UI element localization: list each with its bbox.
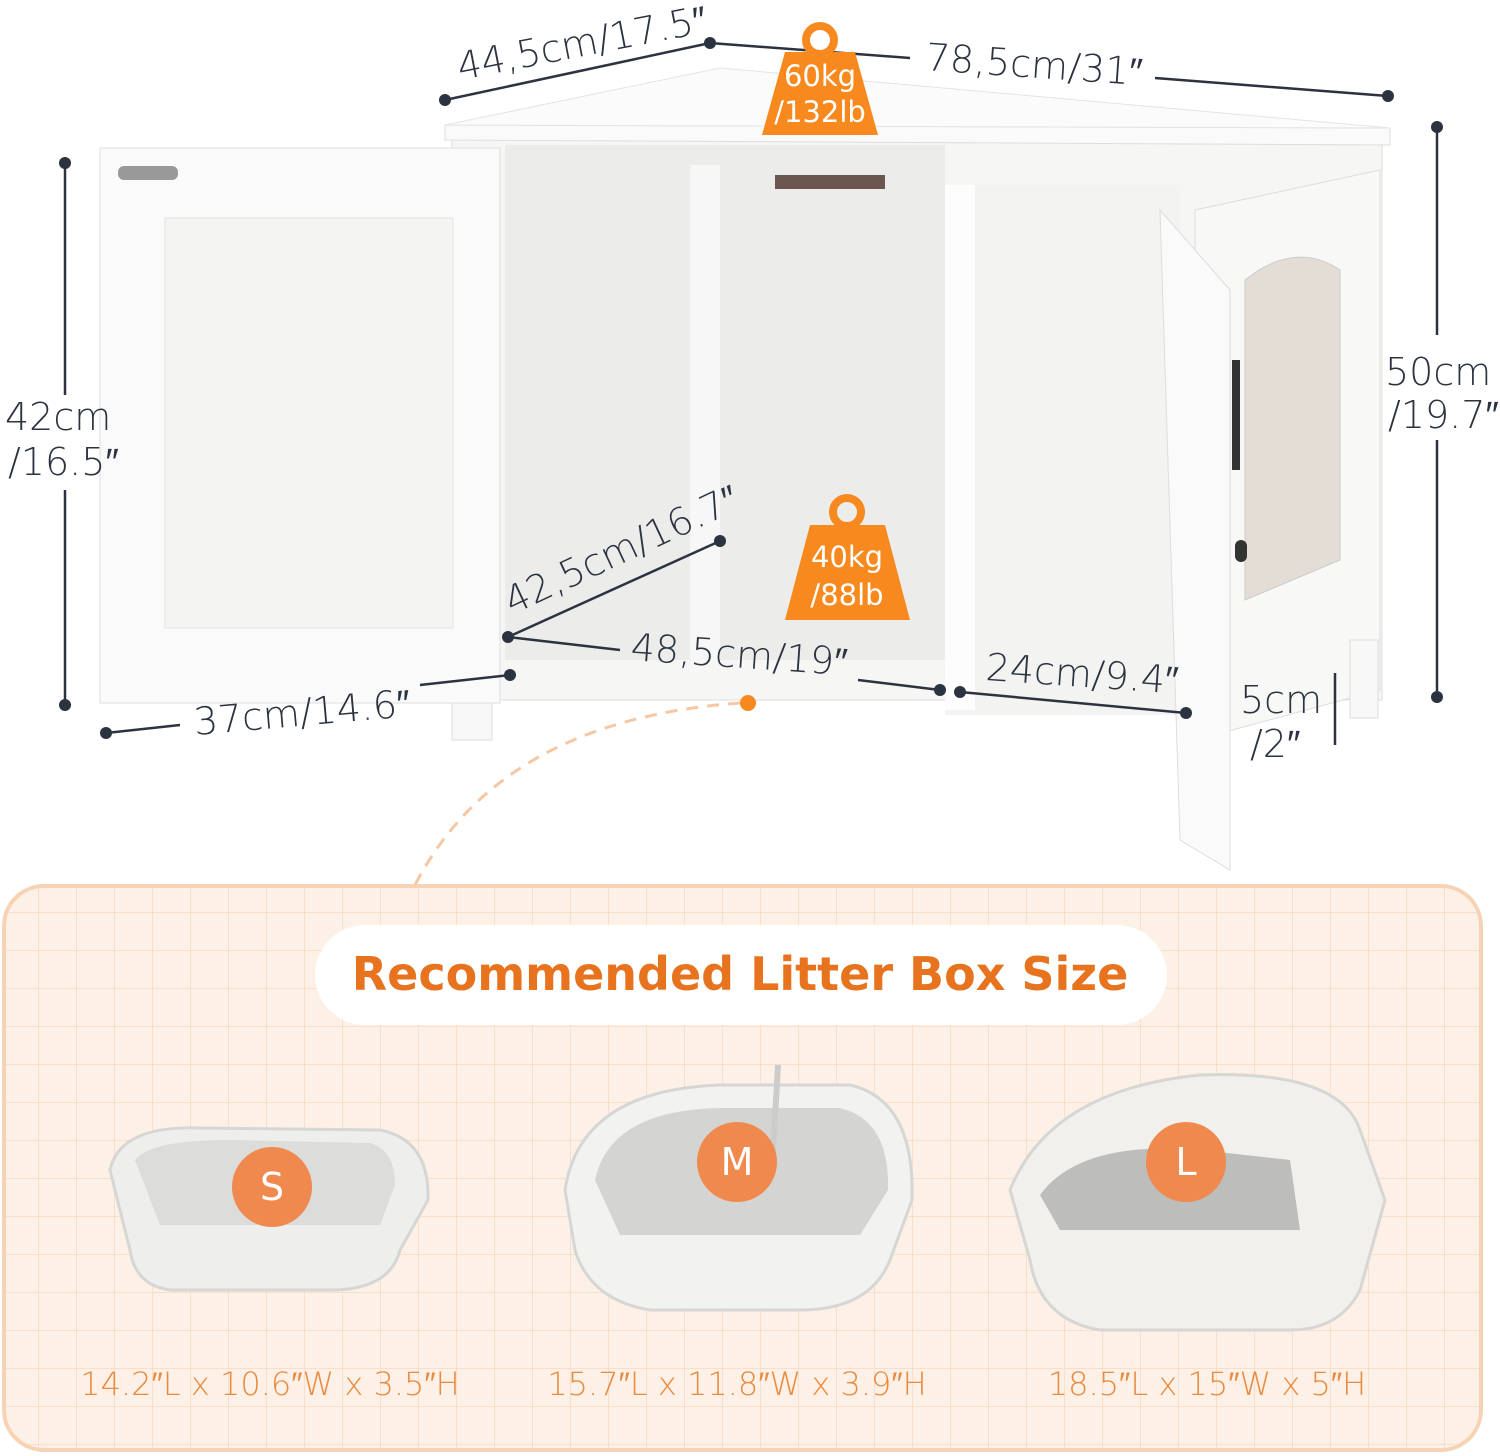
width-top-label: 78,5cm/31″ [924,35,1144,94]
weight-badge-top: 60kg /132lb [762,22,878,135]
litter-box-large: L [1008,1073,1387,1332]
top-weight-lb: /132lb [774,95,866,129]
cabinet-drawing [99,67,1391,871]
size-badge-m: M [721,1140,754,1184]
caption-medium: 15.7″L x 11.8″W x 3.9″H [547,1365,926,1403]
litter-box-panel: Recommended Litter Box Size S M L 14.2″L… [2,884,1483,1452]
height-total-label-inch: /19.7″ [1388,393,1499,437]
leg-height-label: 5cm [1240,678,1322,722]
top-weight: 60kg [784,59,856,93]
caption-small: 14.2″L x 10.6″W x 3.5″H [80,1365,459,1403]
door-height-label-inch: /16.5″ [8,440,119,484]
door-height-label: 42cm [5,395,111,439]
inner-weight-lb: /88lb [810,578,883,612]
litter-box-medium: M [563,1064,914,1312]
weight-badge-inner: 40kg /88lb [785,494,910,620]
height-total-label: 50cm [1385,350,1491,394]
size-badge-s: S [260,1165,284,1209]
panel-title: Recommended Litter Box Size [352,947,1129,1001]
inner-weight: 40kg [811,540,883,574]
depth-top-label: 44,5cm/17.5″ [453,0,710,89]
connector-dot [740,695,756,711]
size-badge-l: L [1175,1140,1196,1184]
litter-box-small: S [108,1126,430,1292]
hinge-icon [118,166,178,180]
leg-height-label-inch: /2″ [1250,722,1300,766]
caption-large: 18.5″L x 15″W x 5″H [1048,1365,1366,1403]
